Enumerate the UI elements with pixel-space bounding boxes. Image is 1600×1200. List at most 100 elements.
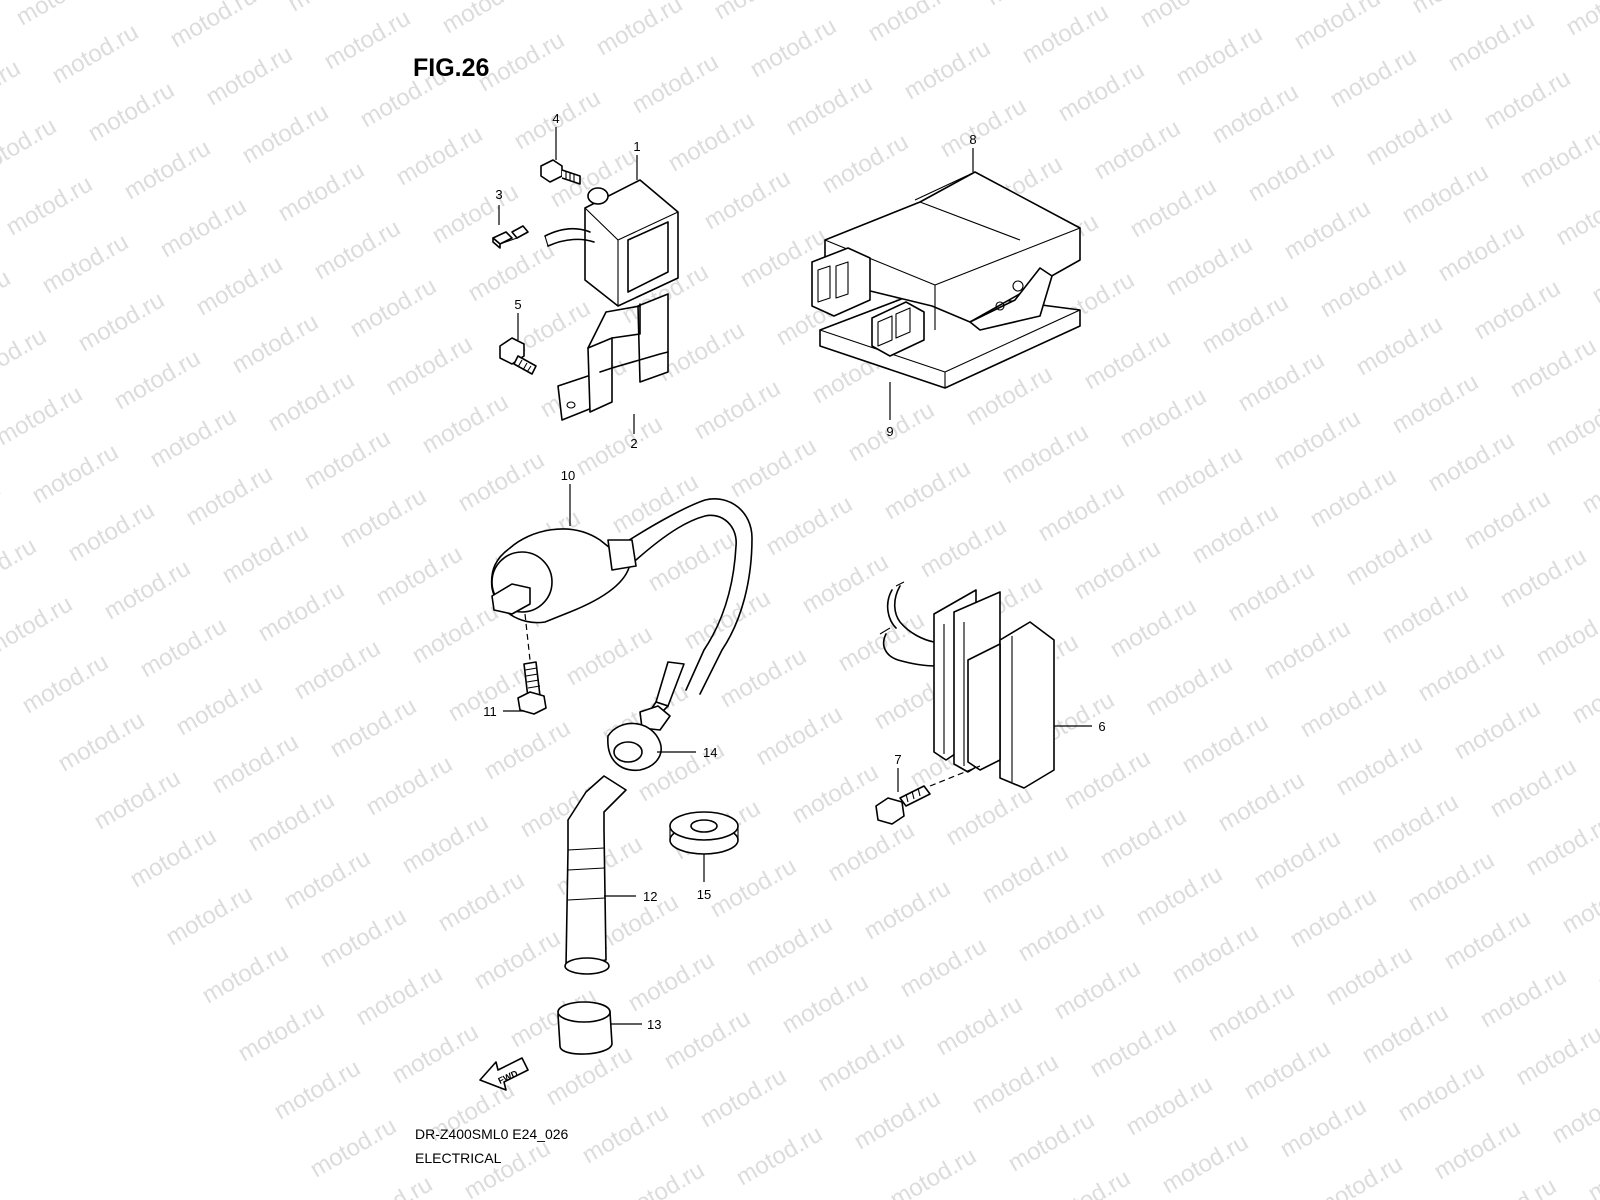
watermark-text: motod.ru xyxy=(146,402,242,473)
callout-13: 13 xyxy=(647,1017,661,1032)
watermark-text: motod.ru xyxy=(1050,954,1146,1025)
watermark-text: motod.ru xyxy=(932,990,1028,1061)
watermark-text: motod.ru xyxy=(1444,6,1540,77)
part-5-bolt xyxy=(499,337,537,375)
callout-8: 8 xyxy=(969,132,976,147)
watermark-text: motod.ru xyxy=(1398,158,1494,229)
watermark-text: motod.ru xyxy=(556,0,652,3)
watermark-text: motod.ru xyxy=(700,164,796,235)
watermark-text: motod.ru xyxy=(162,880,258,951)
part-3-clip xyxy=(492,225,529,249)
watermark-text: motod.ru xyxy=(1290,0,1386,55)
watermark-text: motod.ru xyxy=(326,692,422,763)
part-2-bracket xyxy=(557,293,669,421)
watermark-text: motod.ru xyxy=(346,272,442,343)
watermark-text: motod.ru xyxy=(644,526,740,597)
watermark-text: motod.ru xyxy=(1280,194,1376,265)
watermark-text: motod.ru xyxy=(120,134,216,205)
watermark-text: motod.ru xyxy=(886,1142,982,1200)
watermark-text: motod.ru xyxy=(1172,20,1268,91)
watermark-text: motod.ru xyxy=(726,432,822,503)
watermark-text: motod.ru xyxy=(1178,708,1274,779)
watermark-text: motod.ru xyxy=(916,512,1012,583)
watermark-text: motod.ru xyxy=(1224,556,1320,627)
watermark-text: motod.ru xyxy=(880,454,976,525)
watermark-text: motod.ru xyxy=(1434,216,1530,287)
watermark-text: motod.ru xyxy=(0,380,87,451)
watermark-text: motod.ru xyxy=(254,576,350,647)
watermark-text: motod.ru xyxy=(660,1004,756,1075)
watermark-text: motod.ru xyxy=(1034,476,1130,547)
watermark-text: motod.ru xyxy=(1188,498,1284,569)
watermark-text: motod.ru xyxy=(392,120,488,191)
watermark-text: motod.ru xyxy=(1408,0,1504,19)
watermark-text: motod.ru xyxy=(2,170,98,241)
watermark-text: motod.ru xyxy=(1090,114,1186,185)
watermark-text: motod.ru xyxy=(864,0,960,47)
watermark-text: motod.ru xyxy=(1296,672,1392,743)
watermark-text: motod.ru xyxy=(942,780,1038,851)
watermark-text: motod.ru xyxy=(454,446,550,517)
watermark-text: motod.ru xyxy=(310,214,406,285)
watermark-text: motod.ru xyxy=(1054,56,1150,127)
watermark-text: motod.ru xyxy=(680,584,776,655)
watermark-text: motod.ru xyxy=(1584,1136,1600,1200)
watermark-text: motod.ru xyxy=(38,228,134,299)
watermark-text: motod.ru xyxy=(1470,274,1566,345)
watermark-text: motod.ru xyxy=(1162,230,1258,301)
watermark-text: motod.ru xyxy=(1070,534,1166,605)
watermark-text: motod.ru xyxy=(1312,1150,1408,1200)
watermark-text: motod.ru xyxy=(54,706,150,777)
watermark-text: motod.ru xyxy=(1362,100,1458,171)
watermark-text: motod.ru xyxy=(110,344,206,415)
watermark-text: motod.ru xyxy=(1234,346,1330,417)
watermark-text: motod.ru xyxy=(1306,462,1402,533)
watermark-text: motod.ru xyxy=(470,924,566,995)
watermark-text: motod.ru xyxy=(352,960,448,1031)
watermark-text: motod.ru xyxy=(860,874,956,945)
watermark-text: motod.ru xyxy=(1198,288,1294,359)
watermark-text: motod.ru xyxy=(48,18,144,89)
watermark-text: motod.ru xyxy=(306,1112,402,1183)
watermark-text: motod.ru xyxy=(362,750,458,821)
watermark-text: motod.ru xyxy=(464,236,560,307)
callout-2: 2 xyxy=(630,436,637,451)
watermark-text: motod.ru xyxy=(716,642,812,713)
callout-6: 6 xyxy=(1098,719,1105,734)
watermark-text: motod.ru xyxy=(1394,1056,1490,1127)
callout-10: 10 xyxy=(561,468,575,483)
watermark-text: motod.ru xyxy=(1126,172,1222,243)
part-1-relay xyxy=(544,179,679,307)
watermark-text: motod.ru xyxy=(0,590,77,661)
watermark-text: motod.ru xyxy=(172,670,268,741)
part-8-ecu xyxy=(811,171,1081,357)
watermark-text: motod.ru xyxy=(1486,752,1582,823)
watermark-text: motod.ru xyxy=(1244,136,1340,207)
watermark-text: motod.ru xyxy=(1358,998,1454,1069)
watermark-text: motod.ru xyxy=(1430,1114,1526,1185)
watermark-text: motod.ru xyxy=(1424,426,1520,497)
model-code: DR-Z400SML0 E24_026 xyxy=(415,1126,569,1142)
callout-5: 5 xyxy=(514,297,521,312)
watermark-text: motod.ru xyxy=(1122,1070,1218,1141)
watermark-text: motod.ru xyxy=(1516,122,1600,193)
watermark-text: motod.ru xyxy=(1414,636,1510,707)
watermark-text: motod.ru xyxy=(418,388,514,459)
watermark-text: motod.ru xyxy=(664,106,760,177)
watermark-text: motod.ru xyxy=(1208,78,1304,149)
callout-11: 11 xyxy=(483,704,497,719)
watermark-text: motod.ru xyxy=(592,0,688,61)
watermark-text: motod.ru xyxy=(64,496,160,567)
watermark-text: motod.ru xyxy=(434,866,530,937)
watermark-text: motod.ru xyxy=(706,852,802,923)
watermark-text: motod.ru xyxy=(896,932,992,1003)
watermark-text: motod.ru xyxy=(1568,658,1600,729)
watermark-text: motod.ru xyxy=(1158,1128,1254,1199)
watermark-text: motod.ru xyxy=(284,0,380,17)
watermark-text: motod.ru xyxy=(480,714,576,785)
watermark-text: motod.ru xyxy=(624,946,720,1017)
watermark-text: motod.ru xyxy=(342,1170,438,1200)
watermark-text: motod.ru xyxy=(1332,730,1428,801)
watermark-text: motod.ru xyxy=(1040,1164,1136,1200)
watermark-text: motod.ru xyxy=(1322,940,1418,1011)
